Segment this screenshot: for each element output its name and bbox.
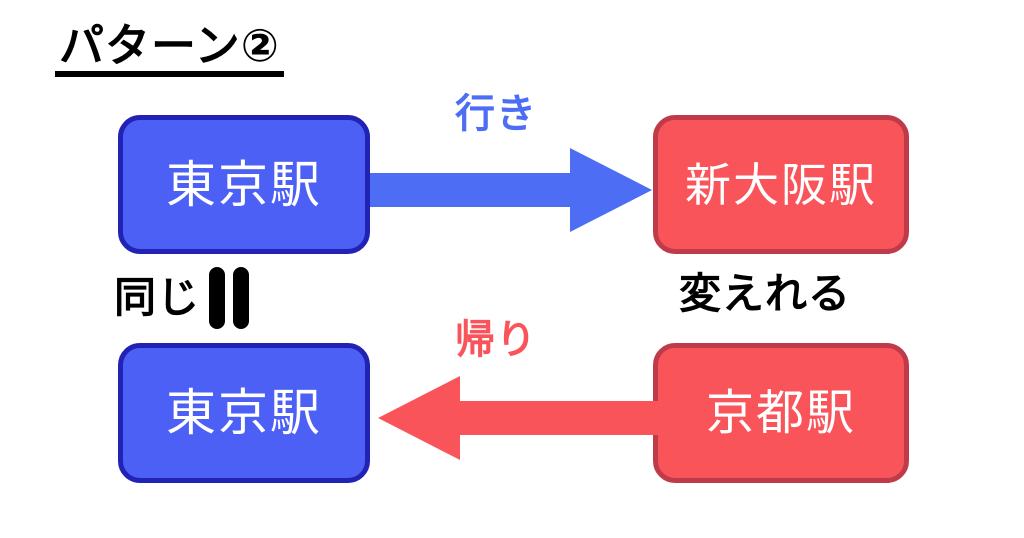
arrow-caption-return: 帰り xyxy=(455,317,537,363)
annotation-changeable: 変えれる xyxy=(679,269,852,318)
station-label: 新大阪駅 xyxy=(685,157,877,212)
station-box-kyoto: 京都駅 xyxy=(653,343,909,483)
station-label: 京都駅 xyxy=(705,385,856,441)
page-title: パターン② xyxy=(55,22,284,78)
annotation-same-label: 同じ xyxy=(114,273,201,322)
station-box-tokyo-departure: 東京駅 xyxy=(118,115,370,254)
station-label: 東京駅 xyxy=(166,155,322,214)
arrow-right-icon xyxy=(370,148,652,232)
station-box-tokyo-arrival: 東京駅 xyxy=(118,343,370,483)
station-box-shin-osaka: 新大阪駅 xyxy=(653,115,909,254)
annotation-same: 同じ xyxy=(114,267,252,329)
arrow-caption-outbound: 行き xyxy=(455,91,537,137)
arrow-left-icon xyxy=(378,376,660,460)
equals-bars-icon xyxy=(206,267,252,329)
station-label: 東京駅 xyxy=(166,384,322,442)
